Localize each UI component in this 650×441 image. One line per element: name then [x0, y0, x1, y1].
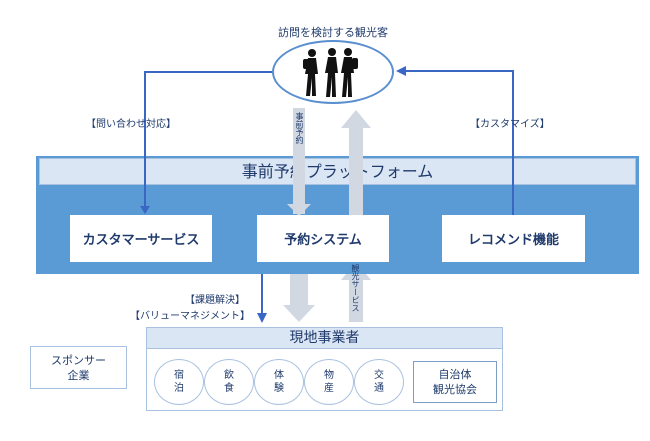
inquiry-label: 【問い合わせ対応】 — [86, 119, 176, 130]
sponsor-line2: 企業 — [67, 368, 90, 382]
recommend-box: レコメンド機能 — [442, 215, 585, 262]
experience-circle: 体 験 — [254, 359, 304, 405]
transport-line2: 通 — [374, 383, 384, 394]
experience-line2: 験 — [274, 383, 284, 394]
problem-solving-label: 【課題解決】 — [185, 295, 245, 306]
municipality-line2: 観光協会 — [433, 383, 477, 396]
experience-line1: 体 — [274, 370, 284, 381]
reservation-system-box: 予約システム — [257, 215, 389, 262]
municipality-line1: 自治体 — [438, 368, 472, 381]
lodging-line2: 泊 — [174, 383, 184, 394]
platform-title: 事前予約プラットフォーム — [39, 158, 636, 185]
tourism-service-arrow-lower — [341, 262, 371, 322]
advance-booking-label: 事前予約 — [295, 112, 304, 144]
products-line1: 物 — [324, 370, 334, 381]
products-circle: 物 産 — [304, 359, 354, 405]
dining-line2: 食 — [224, 383, 234, 394]
sponsor-box: スポンサー 企業 — [30, 346, 127, 389]
tourism-service-label: 観光サービス — [351, 264, 360, 312]
transport-circle: 交 通 — [354, 359, 404, 405]
sponsor-line1: スポンサー — [51, 353, 106, 367]
dining-circle: 飲 食 — [204, 359, 254, 405]
municipality-box: 自治体 観光協会 — [413, 361, 497, 403]
lodging-circle: 宿 泊 — [154, 359, 204, 405]
customer-service-box: カスタマーサービス — [70, 215, 212, 262]
lodging-line1: 宿 — [174, 370, 184, 381]
customize-label: 【カスタマイズ】 — [470, 119, 550, 130]
travelers-silhouette-icon — [303, 48, 358, 97]
advance-booking-arrow-lower — [283, 262, 315, 322]
value-management-label: 【バリューマネジメント】 — [130, 311, 250, 322]
transport-line1: 交 — [374, 370, 384, 381]
products-line2: 産 — [324, 383, 334, 394]
local-business-title: 現地事業者 — [146, 327, 503, 349]
traveler-label: 訪問を検討する観光客 — [278, 26, 388, 39]
dining-line1: 飲 — [224, 370, 234, 381]
